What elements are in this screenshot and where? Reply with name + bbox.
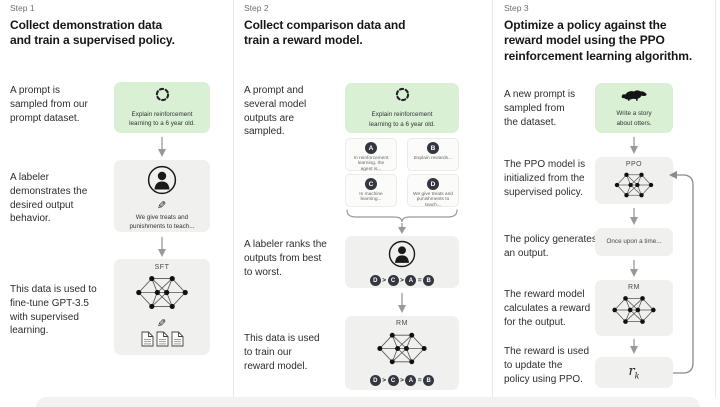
bottom-panel bbox=[36, 397, 700, 407]
neural-network-icon bbox=[614, 170, 654, 205]
rank-circle: B bbox=[423, 275, 435, 286]
down-arrow-icon bbox=[156, 136, 168, 163]
rm-box: RM D bbox=[345, 316, 459, 390]
neural-network-icon bbox=[136, 272, 188, 318]
rank-circle: C bbox=[387, 375, 399, 386]
caption-policy-generates: The policy generates an output. bbox=[504, 234, 597, 259]
rank-circle: D bbox=[369, 375, 381, 386]
reward-box: rk bbox=[595, 357, 673, 388]
output-card-c: C In machine learning... bbox=[345, 174, 397, 207]
caption-finetune-gpt: This data is used to fine-tune GPT-3.5 w… bbox=[10, 284, 97, 337]
caption-reward-updates-policy: The reward is used to update the policy … bbox=[504, 346, 590, 385]
output-card-text: In reinforcement learning, the agent is.… bbox=[353, 155, 389, 173]
labeler-person-icon bbox=[388, 240, 416, 273]
caption-prompt-outputs-sampled: A prompt and several model outputs are s… bbox=[244, 85, 307, 138]
output-letter-badge: C bbox=[365, 178, 377, 190]
output-letter-badge: D bbox=[427, 178, 439, 190]
rm-box: RM bbox=[595, 280, 673, 336]
labeler-box-text: We give treats and punishments to teach.… bbox=[129, 214, 195, 231]
down-arrow-icon bbox=[628, 339, 640, 360]
prompt-box-text: Explain reinforcement learning to a 6 ye… bbox=[129, 110, 195, 127]
rank-separator: > bbox=[382, 277, 387, 284]
labeler-person-icon bbox=[147, 165, 177, 200]
cycle-icon bbox=[395, 87, 410, 107]
prompt-box: Write a story about otters. bbox=[595, 83, 673, 133]
step-1-heading: Collect demonstration data and train a s… bbox=[10, 18, 175, 48]
output-card-b: B Explain rewards... bbox=[407, 138, 459, 171]
caption-labeler-demonstrates: A labeler demonstrates the desired outpu… bbox=[10, 172, 88, 225]
reward-symbol: rk bbox=[628, 364, 639, 381]
column-divider bbox=[715, 0, 716, 397]
rank-circle: B bbox=[423, 375, 435, 386]
feedback-loop-arrow-icon bbox=[667, 167, 701, 384]
output-card-d: D We give treats and punishments to teac… bbox=[407, 174, 459, 209]
generated-output-text: Once upon a time... bbox=[606, 238, 662, 246]
down-arrow-icon bbox=[628, 137, 640, 160]
down-arrow-icon bbox=[397, 222, 407, 240]
caption-labeler-ranks: A labeler ranks the outputs from best to… bbox=[244, 239, 327, 278]
prompt-box-text: Write a story about otters. bbox=[616, 110, 652, 127]
step-1-label: Step 1 bbox=[10, 3, 35, 13]
down-arrow-icon bbox=[628, 208, 640, 231]
pencil-icon: ✎ bbox=[157, 318, 167, 330]
rm-label: RM bbox=[628, 284, 640, 291]
labeler-ranking-box: D > C > A = B bbox=[345, 236, 459, 288]
output-card-a: A In reinforcement learning, the agent i… bbox=[345, 138, 397, 173]
rank-separator: = bbox=[417, 277, 422, 284]
ranking: D > C > A = B bbox=[369, 375, 435, 386]
labeler-box: ✎ We give treats and punishments to teac… bbox=[114, 160, 210, 232]
step-3-heading: Optimize a policy against the reward mod… bbox=[504, 18, 693, 63]
ppo-label: PPO bbox=[625, 161, 643, 168]
prompt-box: Explain reinforcement learning to a 6 ye… bbox=[114, 82, 210, 133]
rank-circle: D bbox=[369, 275, 381, 286]
rank-separator: = bbox=[417, 377, 422, 384]
output-letter-badge: A bbox=[365, 142, 377, 154]
prompt-box-text: Explain reinforcement learning to a 6 ye… bbox=[369, 111, 435, 128]
step-3-label: Step 3 bbox=[504, 3, 529, 13]
reward-symbol-k: k bbox=[634, 371, 640, 381]
output-card-text: We give treats and punishments to teach.… bbox=[413, 191, 453, 209]
column-divider bbox=[492, 0, 493, 397]
rank-separator: > bbox=[400, 377, 404, 384]
sft-box: SFT ✎ bbox=[114, 259, 210, 355]
output-card-text: Explain rewards... bbox=[413, 155, 453, 161]
rm-label: RM bbox=[396, 320, 408, 327]
caption-new-prompt: A new prompt is sampled from the dataset… bbox=[504, 89, 576, 128]
underbrace-icon bbox=[345, 209, 459, 228]
output-letter-badge: B bbox=[427, 142, 439, 154]
down-arrow-icon bbox=[156, 236, 168, 263]
output-card-text: In machine learning... bbox=[359, 191, 383, 203]
caption-ppo-initialized: The PPO model is initialized from the su… bbox=[504, 159, 586, 198]
otter-icon bbox=[620, 88, 648, 106]
down-arrow-icon bbox=[396, 292, 408, 319]
caption-train-reward-model: This data is used to train our reward mo… bbox=[244, 333, 320, 372]
rank-circle: A bbox=[405, 375, 417, 386]
pencil-icon: ✎ bbox=[157, 200, 167, 212]
caption-reward-calculated: The reward model calculates a reward for… bbox=[504, 289, 591, 328]
cycle-icon bbox=[155, 87, 170, 107]
column-divider bbox=[233, 0, 234, 397]
rank-separator: > bbox=[400, 277, 404, 284]
ppo-box: PPO bbox=[595, 157, 673, 204]
caption-prompt-sampled: A prompt is sampled from our prompt data… bbox=[10, 85, 88, 124]
down-arrow-icon bbox=[628, 260, 640, 283]
neural-network-icon bbox=[377, 329, 427, 373]
documents-icon bbox=[141, 331, 184, 347]
rank-circle: A bbox=[405, 275, 417, 286]
rank-separator: > bbox=[382, 377, 387, 384]
reward-symbol-r: r bbox=[628, 364, 635, 380]
prompt-box: Explain reinforcement learning to a 6 ye… bbox=[345, 83, 459, 133]
neural-network-icon bbox=[612, 293, 656, 332]
rank-circle: C bbox=[387, 275, 399, 286]
sft-label: SFT bbox=[154, 264, 170, 271]
step-2-label: Step 2 bbox=[244, 3, 269, 13]
step-2-heading: Collect comparison data and train a rewa… bbox=[244, 18, 406, 48]
generated-output-box: Once upon a time... bbox=[595, 228, 673, 256]
ranking: D > C > A = B bbox=[369, 275, 435, 286]
